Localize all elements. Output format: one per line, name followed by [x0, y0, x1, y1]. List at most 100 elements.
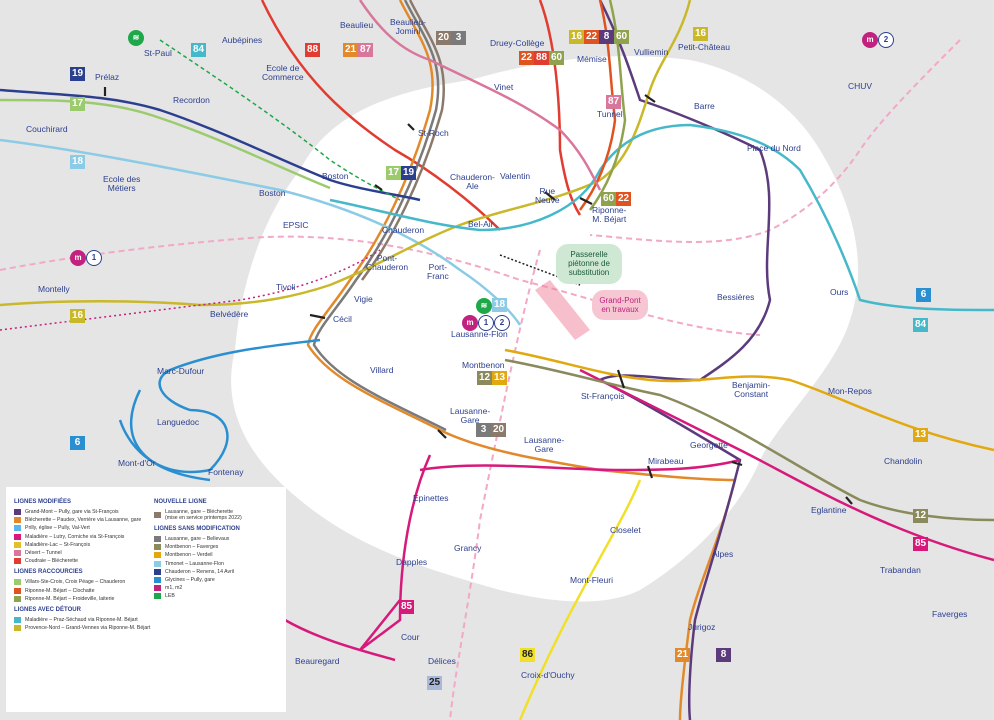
stop-recordon: Recordon — [173, 95, 210, 105]
stop-lausanne-flon: Lausanne-Flon — [451, 329, 508, 339]
passerelle-note: Passerelle piétonne de substitution — [556, 244, 622, 284]
stop-tivoli: Tivoli — [276, 282, 296, 292]
legend-row: Blécherette – Paudex, Verrière via Lausa… — [14, 516, 146, 524]
stop-place-nord: Place du Nord — [747, 143, 801, 153]
stop-vinet: Vinet — [494, 82, 514, 92]
stop-cecil: Cécil — [333, 314, 352, 324]
badge-line-60: 60 — [601, 192, 616, 206]
stop-vulliemin: Vulliemin — [634, 47, 669, 57]
legend-swatch — [14, 517, 21, 524]
stop-bessieres: Bessières — [717, 292, 755, 302]
legend-label: Villars-Ste-Croix, Croix Péage – Chauder… — [25, 579, 126, 586]
legend-row: Coudraie – Blécherette — [14, 557, 146, 565]
stop-delices: Délices — [428, 656, 456, 666]
stop-mont-fleuri: Mont-Fleuri — [570, 575, 613, 585]
legend-label: Provence-Nord – Grand-Vennes via Riponne… — [25, 625, 151, 632]
badge-line-20: 20 — [436, 31, 451, 45]
stop-st-francois: St-François — [581, 391, 625, 401]
stop-ecole-metiers: Ecole des Métiers — [103, 174, 141, 194]
stop-chandolin: Chandolin — [884, 456, 923, 466]
legend-row: Glycines – Pully, gare — [154, 576, 286, 584]
badge-line-3: 3 — [476, 423, 491, 437]
legend-row: Maladière – Praz-Séchaud via Riponne-M. … — [14, 616, 146, 624]
stop-chauderon-ale: Chauderon- Ale — [450, 172, 495, 192]
metro-m2-icon-chuv: 2 — [878, 32, 894, 48]
legend-row: Provence-Nord – Grand-Vennes via Riponne… — [14, 624, 150, 632]
badge-line-88: 88 — [534, 51, 549, 65]
badge-line-6: 6 — [916, 288, 931, 302]
badge-line-84: 84 — [913, 318, 928, 332]
leb-icon-flon: ≋ — [476, 298, 492, 314]
legend-label: Grand-Mont – Pully, gare via St-François — [25, 509, 119, 516]
legend-new-title: NOUVELLE LIGNE — [154, 499, 207, 505]
line-84 — [329, 123, 994, 312]
line-20-trunk — [360, 0, 446, 281]
badge-line-16: 16 — [569, 30, 584, 44]
stop-barre: Barre — [694, 101, 715, 111]
legend-label: Maladière-Lac – St-François — [25, 541, 91, 548]
legend-new-list: Lausanne, gare – Blécherette (mise en se… — [154, 508, 286, 522]
legend-swatch — [154, 585, 161, 592]
stop-croix-ouchy: Croix-d'Ouchy — [521, 670, 575, 680]
badge-line-22: 22 — [519, 51, 534, 65]
legend-swatch — [154, 593, 161, 600]
badge-line-17: 17 — [386, 166, 401, 180]
badge-line-13: 13 — [492, 371, 507, 385]
stop-boston-west: Boston — [259, 188, 286, 198]
legend-shortened-list: Villars-Ste-Croix, Croix Péage – Chauder… — [14, 578, 146, 603]
legend-swatch — [154, 552, 161, 559]
stop-beaulieu-jomini: Beaulieu- Jomini — [390, 17, 426, 37]
badge-line-86: 86 — [520, 648, 535, 662]
legend-row: Maladière – Lutry, Corniche via St-Franç… — [14, 533, 146, 541]
badge-line-25: 25 — [427, 676, 442, 690]
line-19 — [0, 88, 421, 202]
stop-montbenon: Montbenon — [462, 360, 505, 370]
legend-label: Lausanne, gare – Blécherette (mise en se… — [165, 509, 242, 521]
legend-swatch — [154, 544, 161, 551]
legend-detour-list: Maladière – Praz-Séchaud via Riponne-M. … — [14, 616, 150, 632]
stop-mon-repos: Mon-Repos — [828, 386, 872, 396]
stop-valentin: Valentin — [500, 171, 531, 181]
stop-trabandan: Trabandan — [880, 565, 921, 575]
badge-line-21: 21 — [675, 648, 690, 662]
line-21-trunk — [306, 0, 737, 720]
line-13 — [504, 348, 994, 452]
legend-row: Chauderon – Renens, 14 Avril — [154, 568, 286, 576]
metro-m1-icon-flon: 1 — [478, 315, 494, 331]
legend-label: Maladière – Praz-Séchaud via Riponne-M. … — [25, 616, 138, 623]
legend-swatch — [14, 558, 21, 565]
badge-line-22: 22 — [584, 30, 599, 44]
legend-swatch — [154, 560, 161, 567]
badge-line-60: 60 — [614, 30, 629, 44]
badge-line-6: 6 — [70, 436, 85, 450]
stop-aubepines: Aubépines — [222, 35, 263, 45]
legend-row: Maladière-Lac – St-François — [14, 541, 146, 549]
stop-beaulieu: Beaulieu — [340, 20, 374, 30]
legend-swatch — [154, 512, 161, 518]
legend-swatch — [14, 509, 21, 516]
legend-swatch — [14, 525, 21, 532]
stop-memise: Mémise — [577, 54, 607, 64]
legend-swatch — [154, 577, 161, 584]
line-87 — [358, 0, 602, 191]
metro-m2-dashed — [0, 235, 761, 336]
legend-label: Coudraie – Blécherette — [25, 558, 79, 565]
stop-petit-chateau: Petit-Château — [678, 42, 730, 52]
badge-line-20: 20 — [491, 423, 506, 437]
stop-belvedere: Belvédère — [210, 309, 249, 319]
stop-eglantine: Eglantine — [811, 505, 847, 515]
stop-boston-east: Boston — [322, 171, 349, 181]
legend-row: m1, m2 — [154, 584, 286, 592]
badge-line-88: 88 — [305, 43, 320, 57]
legend-label: Lausanne, gare – Bellevaux — [165, 536, 230, 543]
metro-icon-chuv: m — [862, 32, 878, 48]
legend-label: m1, m2 — [165, 585, 183, 592]
badge-line-85: 85 — [399, 600, 414, 614]
legend-unchanged-title: LIGNES SANS MODIFICATION — [154, 526, 240, 532]
line-88 — [260, 0, 501, 231]
badge-line-85: 85 — [913, 537, 928, 551]
legend-row: Grand-Mont – Pully, gare via St-François — [14, 508, 146, 516]
legend-swatch — [154, 536, 161, 543]
stop-riponne: Riponne- M. Béjart — [592, 205, 627, 225]
stop-pont-chauderon: Pont- Chauderon — [366, 253, 409, 273]
